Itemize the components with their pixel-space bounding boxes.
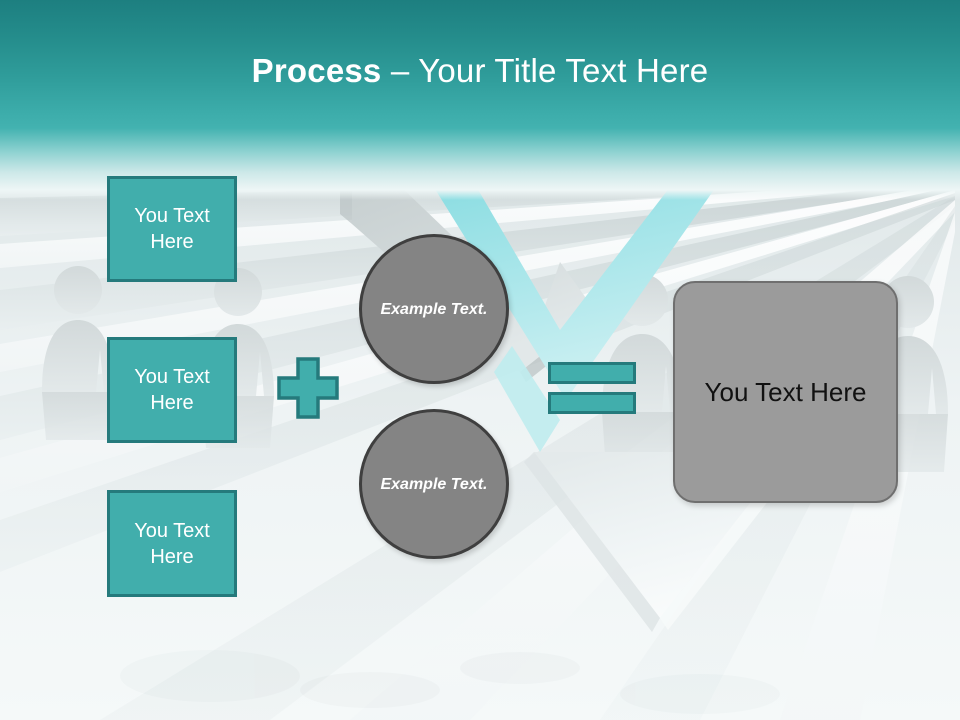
plus-icon-svg: [277, 357, 339, 419]
example-circle-1[interactable]: Example Text.: [359, 234, 509, 384]
equals-icon: [548, 362, 636, 414]
example-circle-1-label: Example Text.: [380, 300, 488, 318]
example-circle-2[interactable]: Example Text.: [359, 409, 509, 559]
input-box-2[interactable]: You Text Here: [107, 337, 237, 443]
result-box[interactable]: You Text Here: [673, 281, 898, 503]
equals-icon-bar-bottom: [548, 392, 636, 414]
plus-icon: [277, 357, 339, 419]
result-box-label: You Text Here: [704, 376, 867, 407]
equals-icon-bar-top: [548, 362, 636, 384]
input-box-3-label: You Text Here: [134, 519, 210, 568]
cyan-chevron-shape: [412, 148, 742, 452]
input-box-3[interactable]: You Text Here: [107, 490, 237, 597]
bottom-texture-wash: [120, 650, 780, 714]
example-circle-2-label: Example Text.: [380, 475, 488, 493]
input-box-1[interactable]: You Text Here: [107, 176, 237, 282]
input-box-2-label: You Text Here: [134, 366, 210, 414]
input-box-1-label: You Text Here: [134, 205, 210, 253]
